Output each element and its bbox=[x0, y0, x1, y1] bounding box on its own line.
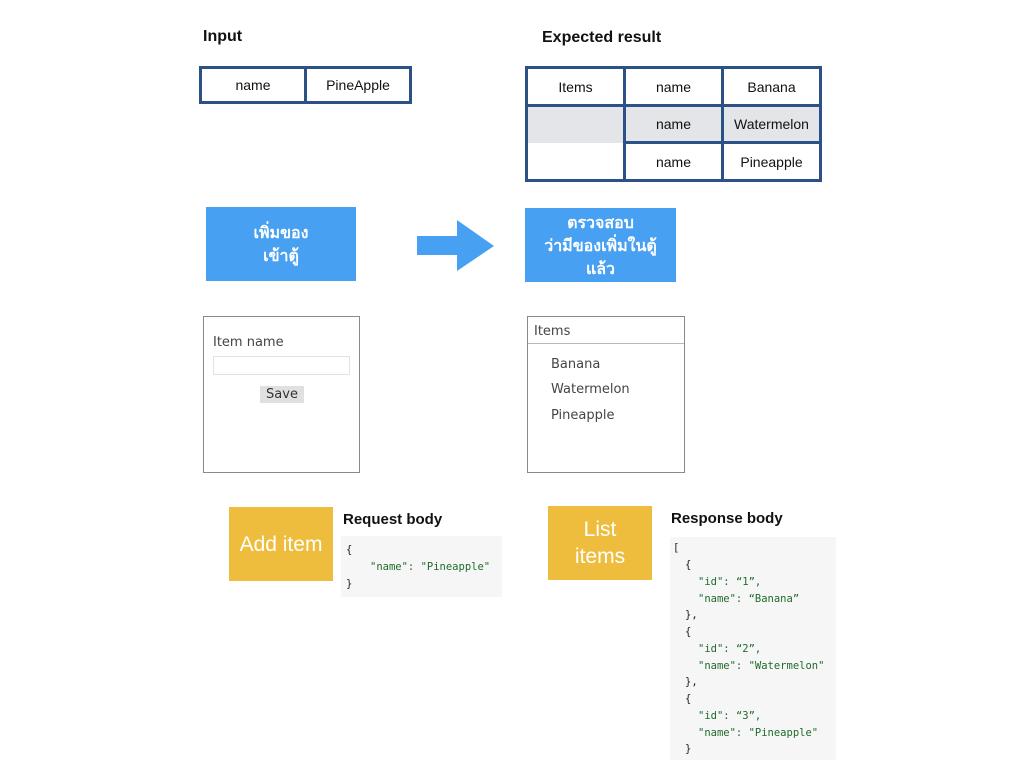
expected-result-heading: Expected result bbox=[542, 29, 662, 46]
expected-label-cell bbox=[525, 142, 626, 182]
code-line: "id": “2”, bbox=[698, 643, 762, 655]
code-line: { bbox=[685, 693, 692, 705]
code-line: } bbox=[346, 578, 353, 590]
expected-key-cell: name bbox=[623, 66, 724, 107]
code-line: { bbox=[685, 626, 692, 638]
add-item-api-box: Add item bbox=[229, 507, 333, 581]
code-line: { bbox=[685, 559, 692, 571]
verify-cabinet-box: ตรวจสอบ ว่ามีของเพิ่มในตู้ แล้ว bbox=[525, 208, 676, 282]
response-body-heading: Response body bbox=[671, 510, 783, 527]
code-line: "name": "Watermelon" bbox=[698, 660, 825, 672]
items-list-panel: Items Banana Watermelon Pineapple bbox=[527, 316, 685, 473]
expected-value-cell: Pineapple bbox=[721, 141, 822, 182]
input-heading: Input bbox=[203, 28, 243, 45]
expected-result-table: Items name Banana name Watermelon name P… bbox=[525, 66, 822, 182]
input-table: name PineApple bbox=[199, 66, 412, 104]
add-to-cabinet-line: เพิ่มของ bbox=[253, 223, 309, 242]
expected-label-cell: Items bbox=[525, 66, 626, 107]
list-item: Banana bbox=[551, 357, 601, 372]
save-button[interactable]: Save bbox=[260, 386, 304, 403]
request-body-heading: Request body bbox=[343, 511, 443, 528]
expected-value-cell: Watermelon bbox=[721, 104, 822, 144]
arrow-right-icon bbox=[417, 220, 494, 271]
code-line: }, bbox=[685, 609, 698, 621]
items-list-title: Items bbox=[534, 324, 571, 339]
add-to-cabinet-line: เข้าตู้ bbox=[263, 246, 299, 265]
response-body-code: [ { "id": “1”, "name": “Banana” }, { "id… bbox=[670, 537, 836, 760]
add-to-cabinet-box: เพิ่มของ เข้าตู้ bbox=[206, 207, 356, 281]
request-body-code: { "name": "Pineapple" } bbox=[341, 536, 502, 597]
code-line: "id": “1”, bbox=[698, 576, 762, 588]
verify-cabinet-line: ว่ามีของเพิ่มในตู้ bbox=[544, 235, 657, 255]
verify-cabinet-line: แล้ว bbox=[585, 258, 616, 278]
list-items-api-label: List bbox=[583, 518, 617, 541]
list-items-api-label: items bbox=[574, 545, 626, 568]
add-item-form: Item name Save bbox=[203, 316, 360, 473]
code-line: "name": "Pineapple" bbox=[370, 561, 491, 573]
expected-key-cell: name bbox=[623, 104, 724, 144]
input-value-cell: PineApple bbox=[304, 66, 412, 104]
item-name-label: Item name bbox=[213, 335, 284, 350]
expected-label-cell bbox=[525, 104, 626, 143]
code-line: } bbox=[685, 743, 692, 755]
items-list-divider bbox=[528, 343, 684, 344]
input-key-cell: name bbox=[199, 66, 307, 104]
expected-value-cell: Banana bbox=[721, 66, 822, 107]
item-name-input[interactable] bbox=[213, 356, 350, 375]
list-item: Pineapple bbox=[551, 408, 615, 423]
list-items-api-box: List items bbox=[548, 506, 652, 580]
code-line: }, bbox=[685, 676, 698, 688]
expected-key-cell: name bbox=[623, 141, 724, 182]
code-line: "id": “3”, bbox=[698, 710, 762, 722]
code-line: [ bbox=[673, 542, 680, 554]
code-line: "name": "Pineapple" bbox=[698, 727, 819, 739]
code-line: { bbox=[346, 544, 353, 556]
add-item-api-label: Add item bbox=[239, 532, 323, 556]
code-line: "name": “Banana” bbox=[698, 593, 800, 605]
verify-cabinet-line: ตรวจสอบ bbox=[567, 212, 634, 232]
list-item: Watermelon bbox=[551, 382, 630, 397]
